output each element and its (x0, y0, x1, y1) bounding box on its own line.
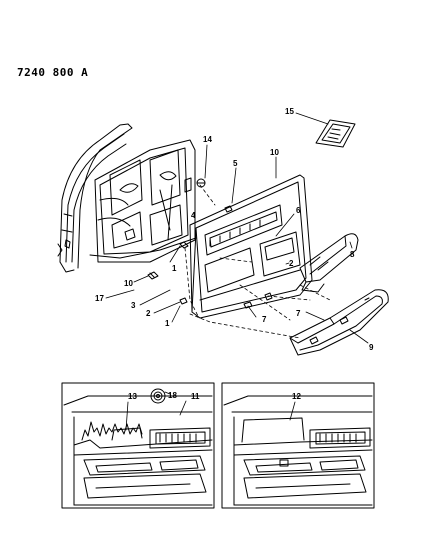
callout-6: 6 (296, 206, 301, 215)
callout-13: 13 (128, 392, 137, 401)
callout-8: 8 (350, 250, 355, 259)
armrest-icon (299, 233, 359, 293)
map-pocket-icon (289, 289, 389, 356)
callout-5: 5 (233, 159, 238, 168)
callout-1-upper: 1 (172, 264, 177, 273)
callout-18: 18 (168, 391, 177, 400)
callout-9: 9 (369, 343, 374, 352)
callout-2-lower: 2 (146, 309, 151, 318)
callout-7-lower: 7 (262, 315, 267, 324)
callout-7-right: 7 (296, 309, 301, 318)
inset-left-door-trim (63, 395, 213, 506)
callout-1-lower: 1 (165, 319, 170, 328)
callout-11: 11 (191, 392, 200, 401)
door-trim-panel-icon (189, 174, 313, 319)
door-frame-icon (57, 123, 197, 273)
drawing-reference-code: 7240 800 A (17, 66, 89, 79)
callout-3: 3 (131, 301, 136, 310)
speaker-grille-icon (150, 388, 166, 404)
emblem-plate-icon (315, 119, 356, 148)
inset-right-door-trim (223, 395, 373, 506)
callout-12: 12 (292, 392, 301, 401)
callout-10-upper: 10 (270, 148, 279, 157)
callout-17: 17 (95, 294, 104, 303)
callout-15: 15 (285, 107, 294, 116)
callout-10-lower: 10 (124, 279, 133, 288)
inset-panel-frames (61, 382, 375, 509)
callout-2-upper: 2 (289, 259, 294, 268)
callout-14: 14 (203, 135, 212, 144)
callout-labels: 15 14 10 5 6 4 8 2 1 10 17 3 2 7 7 1 9 1… (95, 107, 374, 401)
callout-4: 4 (191, 211, 196, 220)
